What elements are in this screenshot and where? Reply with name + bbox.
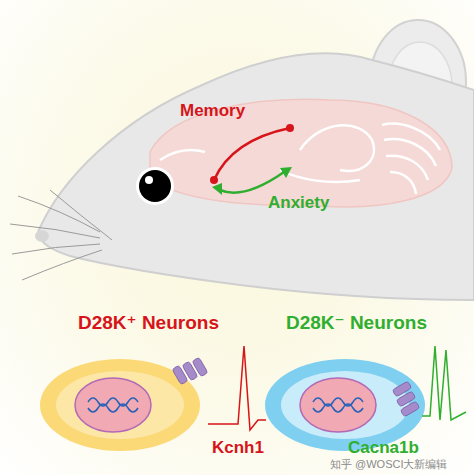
mouse-head xyxy=(38,53,474,300)
mouse-nose xyxy=(35,230,49,242)
spike-trace xyxy=(422,346,466,420)
ion-channel xyxy=(392,381,420,417)
region-label: Memory xyxy=(180,101,245,121)
brain xyxy=(150,99,452,206)
nucleus xyxy=(300,378,376,432)
gene-label: Kcnh1 xyxy=(212,438,264,458)
pathway-dot xyxy=(210,176,218,184)
pathway-arrow xyxy=(280,167,292,178)
cell-body xyxy=(265,359,425,451)
watermark: 知乎 @WOSCI大新编辑 xyxy=(330,458,448,471)
memory-pathway xyxy=(214,128,290,180)
eye-ring xyxy=(136,167,174,205)
cell-type-label: D28K⁺ Neurons xyxy=(78,312,219,334)
dna xyxy=(88,398,138,406)
anxiety-pathway xyxy=(220,172,284,193)
dna xyxy=(313,398,363,406)
cell-inner xyxy=(56,371,184,439)
whiskers xyxy=(10,190,112,280)
cell-body xyxy=(40,359,200,451)
brain-outlines xyxy=(160,124,440,194)
eye xyxy=(139,170,171,202)
spike-trace xyxy=(208,346,266,430)
dna xyxy=(88,404,138,412)
dna xyxy=(313,404,363,412)
eye-highlight xyxy=(145,176,153,184)
region-label: Anxiety xyxy=(268,193,329,213)
cell-type-label: D28K⁻ Neurons xyxy=(286,312,427,334)
pathway-dot xyxy=(286,124,294,132)
ion-channel xyxy=(172,357,208,385)
nucleus xyxy=(75,378,151,432)
gene-label: Cacna1b xyxy=(348,438,419,458)
cell-inner xyxy=(281,371,409,439)
pathway-arrow xyxy=(212,183,222,195)
